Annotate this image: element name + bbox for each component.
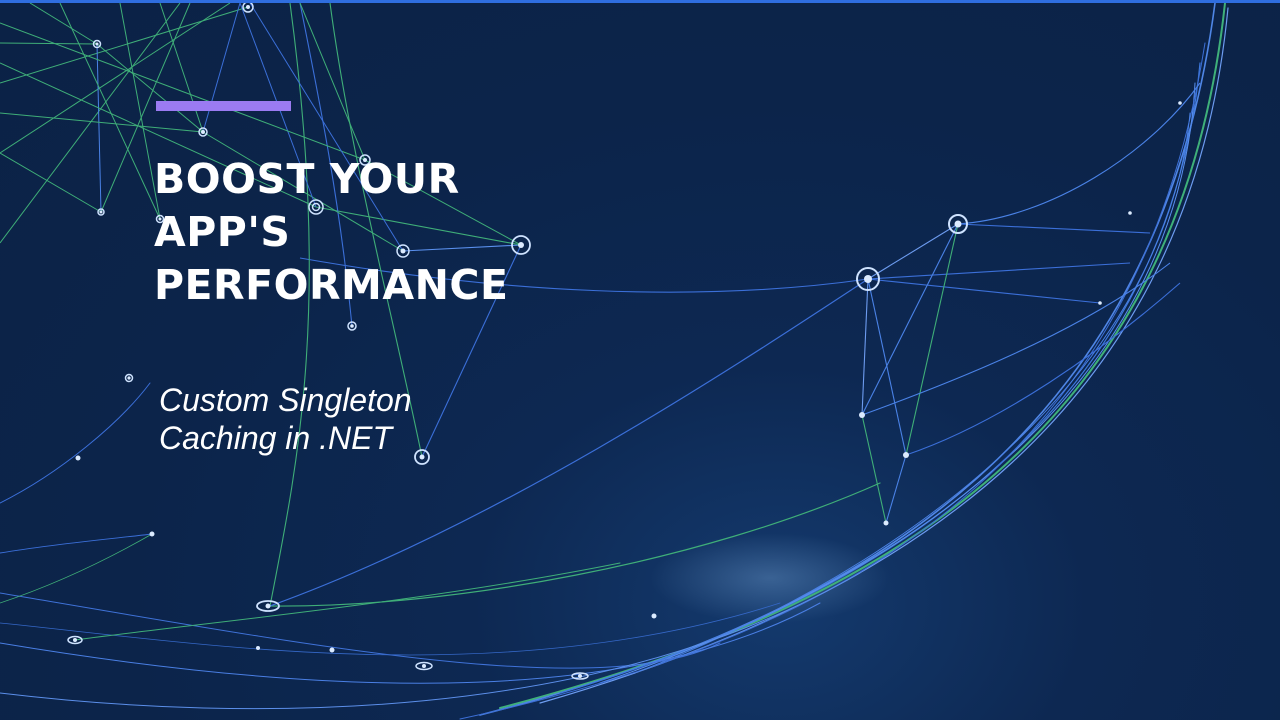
slide-subtitle: Custom Singleton Caching in .NET: [159, 382, 412, 456]
network-globe-graphic: [0, 3, 1229, 720]
slide-title: BOOST YOUR APP'S PERFORMANCE: [154, 155, 509, 309]
accent-bar: [156, 101, 291, 111]
